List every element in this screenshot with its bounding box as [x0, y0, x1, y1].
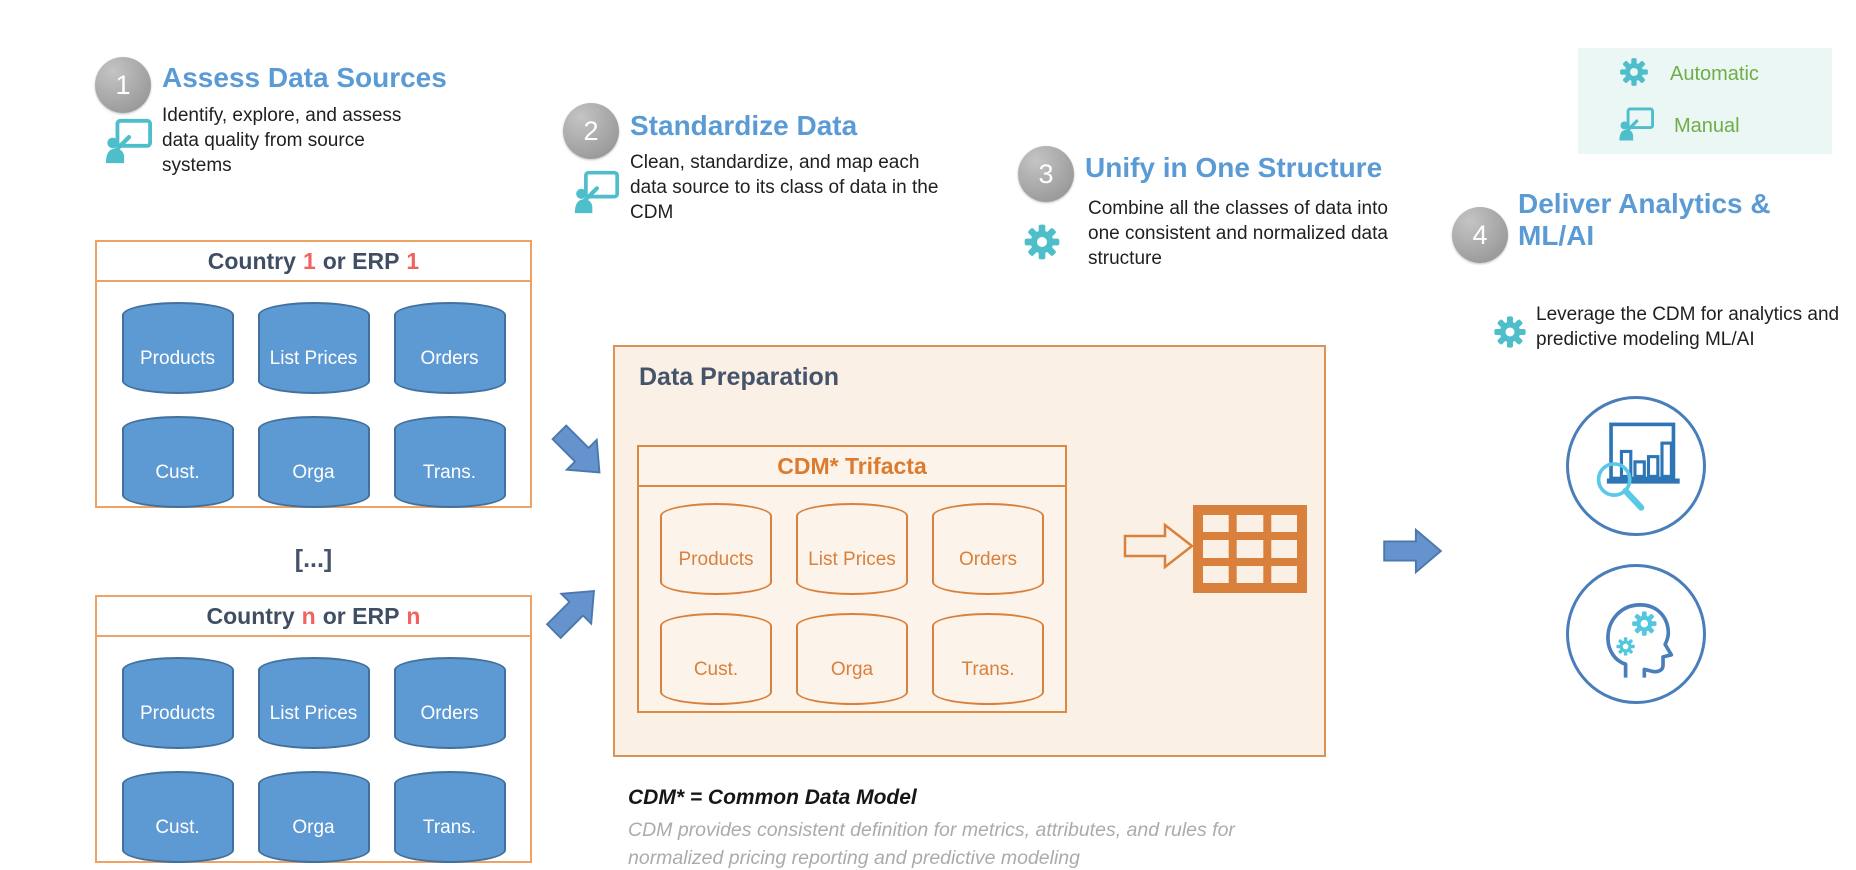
step-4-description: Leverage the CDM for analytics and predi…	[1536, 304, 1840, 351]
cylinder-orga: Orga	[796, 613, 908, 705]
cylinder-label: Products	[678, 549, 754, 571]
hollow-arrow-icon	[1123, 522, 1195, 575]
more-sources-ellipsis: [...]	[294, 545, 333, 573]
legend-automatic-label: Automatic	[1670, 63, 1759, 85]
cylinder-label: Trans.	[422, 462, 477, 484]
cylinder-orga: Orga	[257, 771, 370, 863]
cylinder-label: Trans.	[422, 817, 477, 839]
ml-ai-icon	[1566, 564, 1706, 704]
footnote-body: CDM provides consistent definition for m…	[628, 819, 1235, 870]
cylinder-list-prices: List Prices	[257, 302, 370, 394]
legend-manual-label: Manual	[1674, 115, 1740, 137]
cylinder-label: Orga	[292, 817, 335, 839]
step-2-description: Clean, standardize, and map each data so…	[630, 152, 939, 224]
footnote-title: CDM* = Common Data Model	[628, 786, 917, 809]
manual-icon	[104, 118, 152, 169]
cylinder-label: Cust.	[693, 659, 739, 681]
step-1-description: Identify, explore, and assess data quali…	[162, 105, 402, 177]
cylinder-label: Orga	[830, 659, 874, 681]
cylinder-label: Products	[140, 703, 215, 725]
cylinder-transactions: Trans.	[393, 416, 506, 508]
source-box-n-body: Products List Prices Orders Cust. Orga T…	[97, 637, 530, 863]
cylinder-label: Orders	[420, 703, 479, 725]
cylinder-products: Products	[121, 657, 234, 749]
cylinder-label: Cust.	[155, 462, 200, 484]
cylinder-orders: Orders	[932, 503, 1044, 595]
manual-icon	[1618, 107, 1654, 146]
source-box-1-title-text: Country	[207, 247, 296, 274]
cylinder-transactions: Trans.	[393, 771, 506, 863]
source-box-1-title-text: or ERP	[322, 247, 400, 274]
cylinder-products: Products	[121, 302, 234, 394]
source-box-1-body: Products List Prices Orders Cust. Orga T…	[97, 282, 530, 508]
cylinder-label: Cust.	[155, 817, 200, 839]
step-4-number-badge: 4	[1452, 207, 1508, 263]
cylinder-label: Orders	[958, 549, 1018, 571]
data-preparation-box: Data Preparation CDM* Trifacta Products …	[613, 345, 1326, 757]
flow-arrow-down-right-icon	[538, 415, 618, 495]
cylinder-label: Products	[140, 348, 215, 370]
automatic-gear-icon	[1492, 314, 1528, 355]
step-2-number-badge: 2	[563, 103, 619, 159]
cylinder-orders: Orders	[393, 302, 506, 394]
source-box-1-title-var: 1	[406, 247, 420, 274]
cylinder-label: List Prices	[269, 703, 358, 725]
source-box-n-title-text: or ERP	[322, 602, 400, 629]
step-4-title: Deliver Analytics & ML/AI	[1518, 188, 1771, 252]
step-3-title: Unify in One Structure	[1085, 152, 1383, 183]
source-box-country-1: Country 1 or ERP 1 Products List Prices …	[95, 240, 532, 508]
legend: Automatic Manual	[1578, 48, 1832, 154]
cylinder-products: Products	[660, 503, 772, 595]
step-3-description: Combine all the classes of data into one…	[1088, 198, 1388, 270]
data-preparation-title: Data Preparation	[639, 363, 840, 391]
source-box-n-title-var: n	[301, 602, 316, 629]
source-box-1-title-var: 1	[302, 247, 316, 274]
step-3-number-badge: 3	[1018, 146, 1074, 202]
flow-arrow-up-right-icon	[536, 573, 616, 653]
automatic-gear-icon	[1022, 222, 1062, 267]
analytics-icon	[1566, 396, 1706, 536]
cylinder-label: List Prices	[269, 348, 358, 370]
step-1-number-badge: 1	[95, 57, 151, 113]
cylinder-orga: Orga	[257, 416, 370, 508]
source-box-n-title: Country n or ERP n	[97, 597, 530, 637]
cdm-trifacta-title: CDM* Trifacta	[639, 447, 1065, 487]
cdm-trifacta-box: CDM* Trifacta Products List Prices Order…	[637, 445, 1067, 713]
cylinder-label: Orga	[292, 462, 335, 484]
step-1-title: Assess Data Sources	[162, 62, 447, 93]
flow-arrow-right-icon	[1383, 527, 1443, 580]
source-box-n-title-text: Country	[206, 602, 295, 629]
cylinder-label: Trans.	[961, 659, 1015, 681]
step-2-title: Standardize Data	[630, 110, 858, 141]
cylinder-transactions: Trans.	[932, 613, 1044, 705]
table-grid-icon	[1193, 505, 1307, 598]
legend-row-manual: Manual	[1618, 107, 1832, 146]
source-box-1-title: Country 1 or ERP 1	[97, 242, 530, 282]
legend-row-automatic: Automatic	[1618, 56, 1832, 93]
cylinder-customers: Cust.	[121, 771, 234, 863]
manual-icon	[573, 170, 619, 219]
cylinder-label: Orders	[420, 348, 479, 370]
source-box-country-n: Country n or ERP n Products List Prices …	[95, 595, 532, 863]
cdm-trifacta-body: Products List Prices Orders Cust. Orga T…	[639, 487, 1065, 705]
cylinder-label: List Prices	[808, 549, 896, 571]
source-box-n-title-var: n	[406, 602, 421, 629]
cylinder-list-prices: List Prices	[796, 503, 908, 595]
cylinder-customers: Cust.	[660, 613, 772, 705]
cylinder-list-prices: List Prices	[257, 657, 370, 749]
cylinder-customers: Cust.	[121, 416, 234, 508]
automatic-gear-icon	[1618, 56, 1650, 93]
cylinder-orders: Orders	[393, 657, 506, 749]
